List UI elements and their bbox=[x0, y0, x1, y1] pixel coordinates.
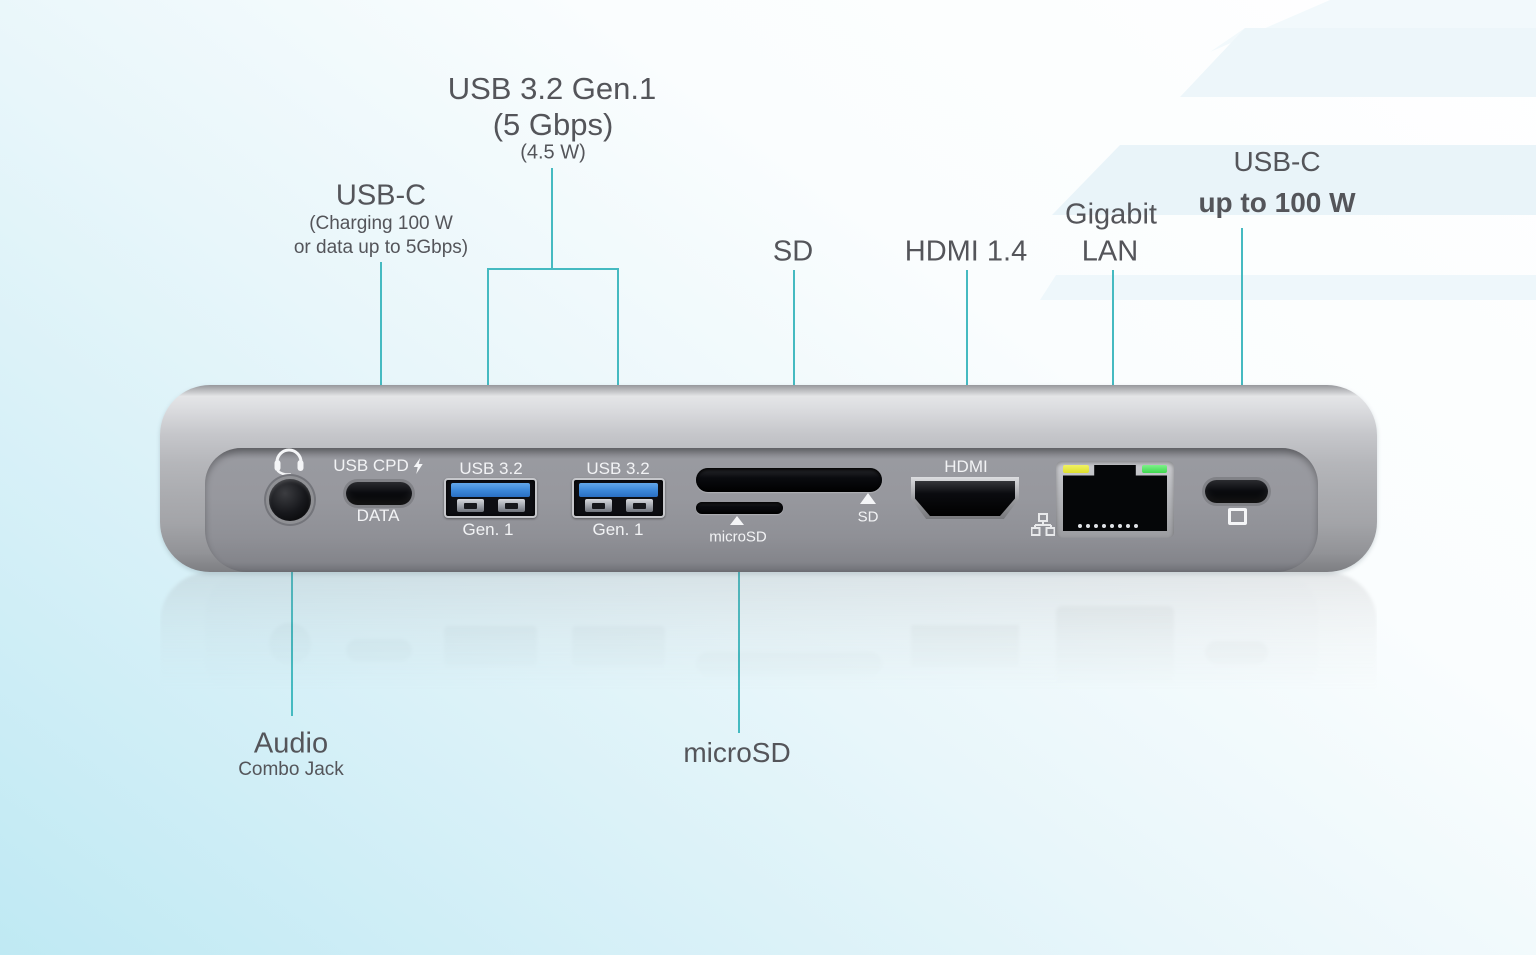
callout-line-sd bbox=[793, 270, 795, 462]
usbc-host-callout-detail2: or data up to 5Gbps) bbox=[293, 237, 469, 258]
lan-callout-title2: LAN bbox=[1081, 235, 1139, 268]
usbc-power-callout-title: USB-C bbox=[1233, 146, 1321, 177]
headset-icon bbox=[274, 448, 304, 475]
sd-slot-label: SD bbox=[857, 508, 879, 526]
callout-line-usb32-b bbox=[617, 268, 619, 458]
docking-station: USB CPD DATA USB 3.2 Gen. 1 USB 3.2 bbox=[160, 385, 1377, 572]
display-icon bbox=[1228, 508, 1247, 525]
callout-line-usb32-bracket bbox=[487, 268, 619, 270]
usba-port-2 bbox=[572, 478, 665, 518]
triangle-up-icon bbox=[860, 493, 876, 504]
ethernet-port-inner bbox=[1063, 465, 1167, 531]
usba1-contact-right bbox=[498, 499, 525, 512]
usba1-contact-left bbox=[457, 499, 484, 512]
usb32-callout-title: USB 3.2 Gen.1 bbox=[447, 71, 657, 106]
callout-line-usbc-host bbox=[380, 262, 382, 455]
usba2-contact-left bbox=[585, 499, 612, 512]
usbc-data-port-label: USB CPD bbox=[333, 456, 423, 476]
callout-line-usb32-a bbox=[487, 268, 489, 458]
ethernet-led-yellow bbox=[1063, 465, 1089, 473]
sd-callout-title: SD bbox=[772, 235, 814, 268]
hdmi-callout-title: HDMI 1.4 bbox=[904, 235, 1028, 268]
usbc-power-port bbox=[1205, 480, 1268, 503]
audio-callout-subtitle: Combo Jack bbox=[238, 759, 344, 780]
sd-card-slot bbox=[696, 468, 882, 492]
audio-jack-port bbox=[269, 479, 311, 521]
hdmi-port-label: HDMI bbox=[944, 457, 988, 476]
dock-reflection bbox=[160, 572, 1377, 759]
hdmi-port-inner bbox=[915, 481, 1015, 516]
usba1-label: USB 3.2 bbox=[459, 459, 523, 478]
usbc-power-callout-subtitle: up to 100 W bbox=[1198, 187, 1356, 218]
lightning-icon bbox=[413, 458, 423, 474]
callout-line-audio bbox=[291, 522, 293, 716]
usbc-data-port bbox=[346, 482, 412, 505]
callout-line-usbc-power bbox=[1241, 228, 1243, 460]
hdmi-port bbox=[911, 477, 1019, 519]
usbc-host-callout-detail1: (Charging 100 W bbox=[309, 213, 453, 234]
lan-callout-title1: Gigabit bbox=[1065, 198, 1157, 231]
ethernet-led-green bbox=[1142, 465, 1167, 473]
usba2-blue-tongue bbox=[579, 483, 658, 497]
callout-line-hdmi bbox=[966, 270, 968, 458]
ethernet-port bbox=[1056, 461, 1174, 538]
usba-port-1 bbox=[444, 478, 537, 518]
triangle-up-icon bbox=[730, 516, 744, 525]
usba2-contact-right bbox=[626, 499, 653, 512]
ethernet-pins bbox=[1078, 524, 1138, 528]
usba2-sublabel: Gen. 1 bbox=[592, 520, 644, 539]
usbc-data-port-sublabel: DATA bbox=[356, 506, 400, 525]
callout-line-microsd bbox=[738, 547, 740, 733]
network-icon bbox=[1031, 513, 1055, 536]
callout-line-lan bbox=[1112, 270, 1114, 460]
usba1-blue-tongue bbox=[451, 483, 530, 497]
usb32-callout-power: (4.5 W) bbox=[520, 141, 586, 164]
usbc-host-callout-title: USB-C bbox=[335, 179, 427, 212]
microsd-callout-title: microSD bbox=[683, 737, 791, 768]
audio-callout-title: Audio bbox=[253, 727, 329, 760]
usba2-label: USB 3.2 bbox=[586, 459, 650, 478]
microsd-card-slot bbox=[696, 502, 783, 514]
usba1-sublabel: Gen. 1 bbox=[462, 520, 514, 539]
microsd-slot-label: microSD bbox=[709, 528, 767, 546]
usb32-callout-speed: (5 Gbps) bbox=[492, 107, 614, 142]
callout-line-usb32-stem bbox=[551, 168, 553, 269]
